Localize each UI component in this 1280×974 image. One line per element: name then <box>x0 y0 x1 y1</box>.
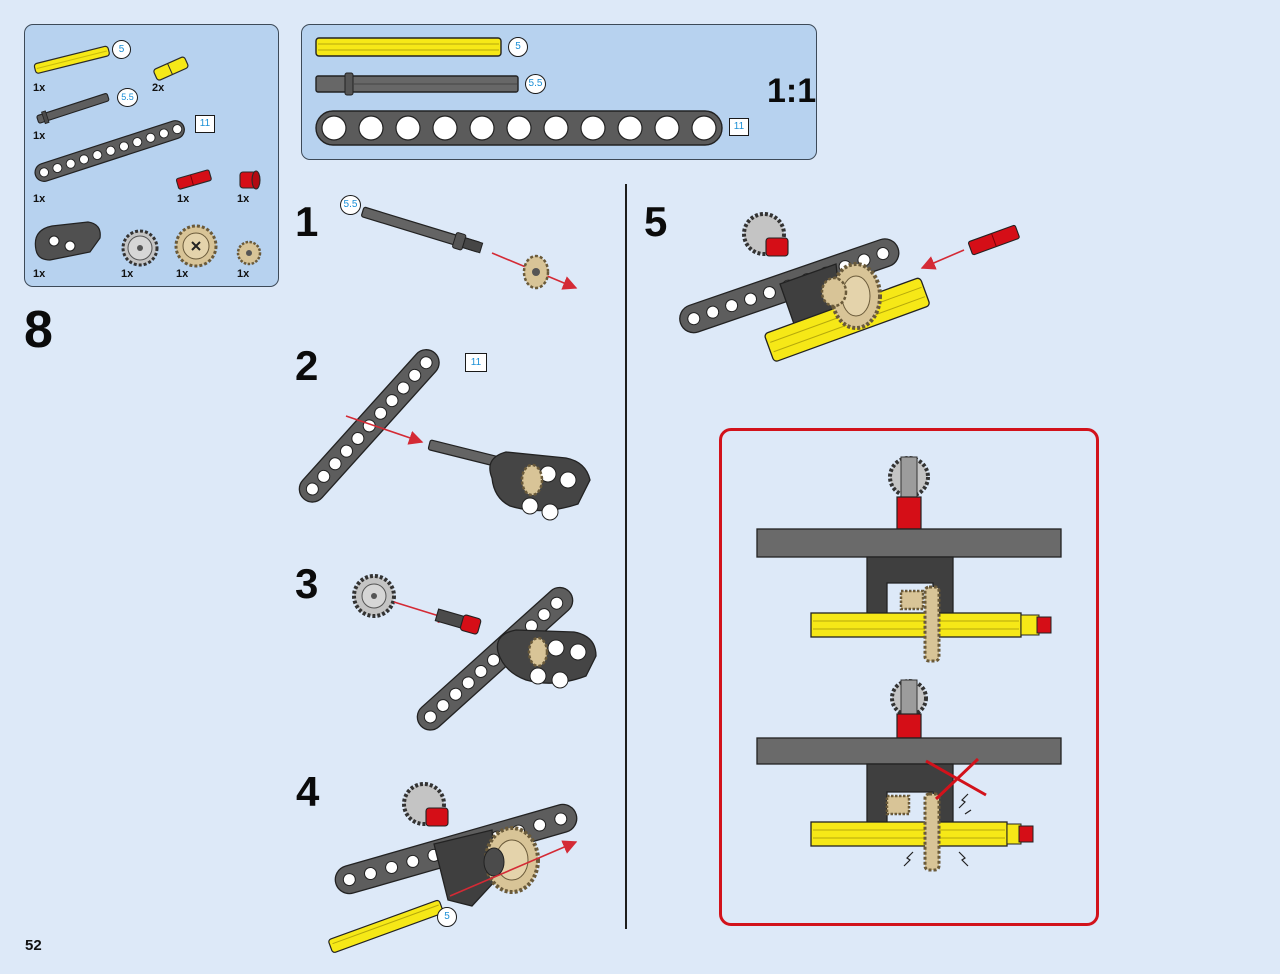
length-callout-5-5: 5.5 <box>117 88 138 107</box>
part-qty: 1x <box>177 193 190 205</box>
dark-axle-5-5-scale <box>315 72 519 96</box>
cross-mark-icon <box>925 757 987 801</box>
column-divider <box>625 184 627 929</box>
red-axle-pin-icon <box>175 169 212 190</box>
length-callout-5: 5 <box>112 40 131 59</box>
length-callout-11: 11 <box>465 353 487 372</box>
substep-4-illustration <box>328 782 578 953</box>
part-qty: 2x <box>152 82 165 94</box>
length-callout-5-5: 5.5 <box>340 195 361 215</box>
yellow-connector-icon <box>153 56 189 81</box>
length-callout-5-5: 5.5 <box>525 74 546 94</box>
part-qty: 1x <box>33 268 46 280</box>
length-callout-5: 5 <box>437 907 457 927</box>
yellow-axle-5-icon <box>33 45 110 74</box>
grey-gear-icon <box>121 229 159 267</box>
page-number: 52 <box>25 937 42 954</box>
step-number: 8 <box>24 301 53 359</box>
dark-liftarm-11-scale <box>315 110 723 146</box>
substep-number-1: 1 <box>295 198 319 245</box>
incorrect-assembly-illustration <box>756 679 1062 872</box>
substep-number-2: 2 <box>295 342 319 389</box>
part-qty: 1x <box>121 268 134 280</box>
red-bush-icon <box>239 170 261 190</box>
length-callout-11: 11 <box>195 115 215 133</box>
substep-number-5: 5 <box>644 198 668 245</box>
dark-axle-5-5-icon <box>36 93 110 125</box>
length-callout-5: 5 <box>508 37 528 57</box>
yellow-axle-5-scale <box>315 37 502 57</box>
dark-liftarm-11-icon <box>34 120 185 182</box>
part-qty: 1x <box>33 193 46 205</box>
substep-number-3: 3 <box>295 560 319 607</box>
part-qty: 1x <box>176 268 189 280</box>
tan-bevel-gear-icon <box>174 224 218 268</box>
substep-3-illustration <box>352 574 597 731</box>
part-qty: 1x <box>33 130 46 142</box>
part-qty: 1x <box>237 193 250 205</box>
tan-small-bevel-gear-icon <box>236 240 262 266</box>
substep-5-illustration <box>679 212 1020 362</box>
correct-assembly-illustration <box>756 456 1062 663</box>
part-qty: 1x <box>33 82 46 94</box>
substep-2-illustration <box>298 349 591 521</box>
scale-label: 1:1 <box>767 72 817 110</box>
dark-bent-liftarm-icon <box>34 221 101 261</box>
substep-number-4: 4 <box>296 768 320 815</box>
part-qty: 1x <box>237 268 250 280</box>
length-callout-11: 11 <box>729 118 749 136</box>
substep-1-illustration <box>361 206 578 290</box>
